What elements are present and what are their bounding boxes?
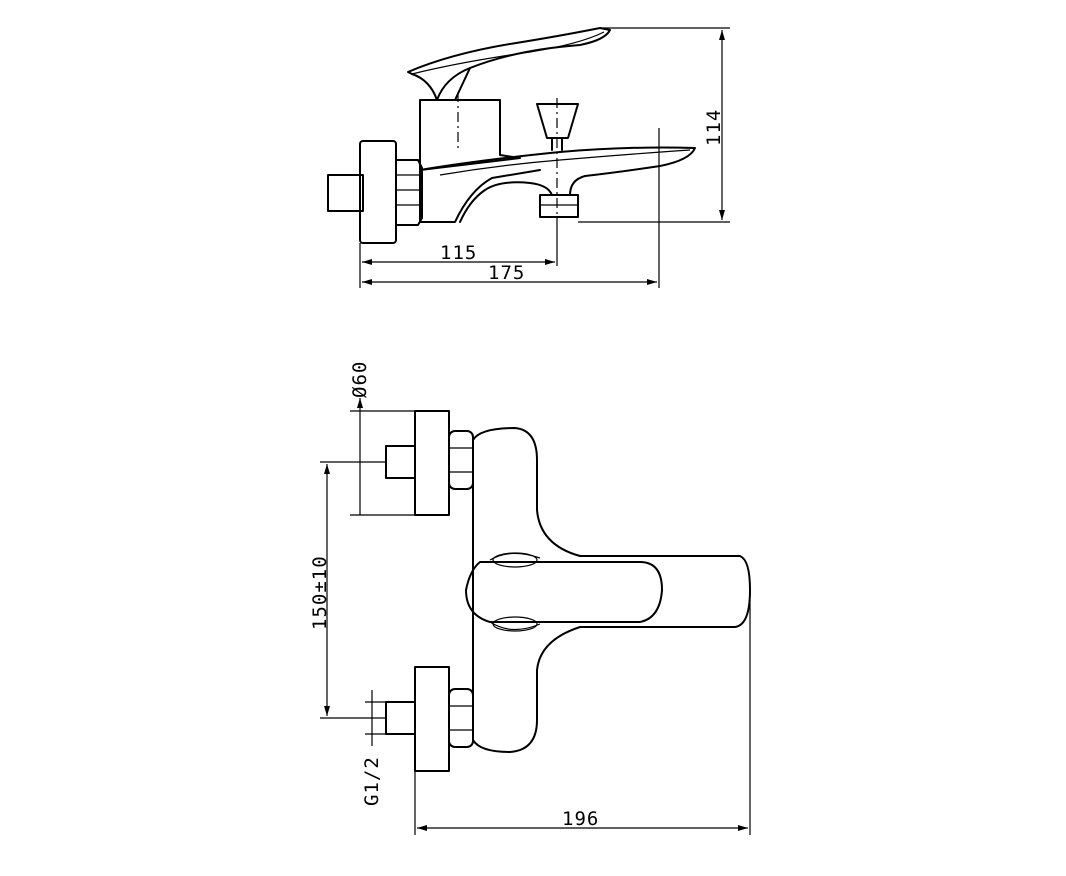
side-body (419, 99, 521, 171)
dim-height-label: 114 (703, 109, 725, 146)
side-diverter-knob (536, 98, 579, 220)
plan-inlet-lower (385, 701, 416, 735)
dim-overall-depth-label: 175 (488, 262, 525, 284)
side-lower-body (419, 169, 541, 223)
dim-overall-width-label: 196 (562, 808, 599, 830)
dim-height: 114 (578, 27, 730, 223)
dim-inlet-spacing: 150±10 (309, 461, 386, 719)
side-view: 114 115 175 (327, 27, 730, 288)
dim-escutcheon-diameter: Ø60 (349, 361, 415, 516)
side-spout (419, 146, 696, 223)
plan-lever (465, 561, 663, 623)
plan-escutcheon-lower (414, 666, 450, 772)
dim-thread-label: G1/2 (361, 756, 383, 806)
dim-spout-reach: 115 (362, 242, 555, 265)
side-inlet-stub (327, 174, 364, 212)
dim-overall-depth: 175 (362, 262, 657, 285)
dim-escutcheon-diameter-label: Ø60 (349, 361, 371, 398)
plan-inlet-upper (385, 445, 416, 479)
dim-thread: G1/2 (361, 690, 386, 806)
plan-escutcheon-upper (414, 410, 450, 516)
side-lever-handle (407, 27, 611, 101)
dim-spout-reach-label: 115 (440, 242, 477, 264)
side-hex-nut (395, 159, 423, 226)
plan-nut-upper (448, 430, 474, 490)
plan-body (472, 427, 751, 753)
dim-overall-width: 196 (414, 600, 751, 835)
plan-nut-lower (448, 688, 474, 748)
plan-view: Ø60 150±10 G1/2 196 (309, 361, 751, 835)
dim-inlet-spacing-label: 150±10 (309, 555, 331, 630)
side-escutcheon (359, 140, 397, 244)
side-shower-outlet (539, 194, 579, 218)
